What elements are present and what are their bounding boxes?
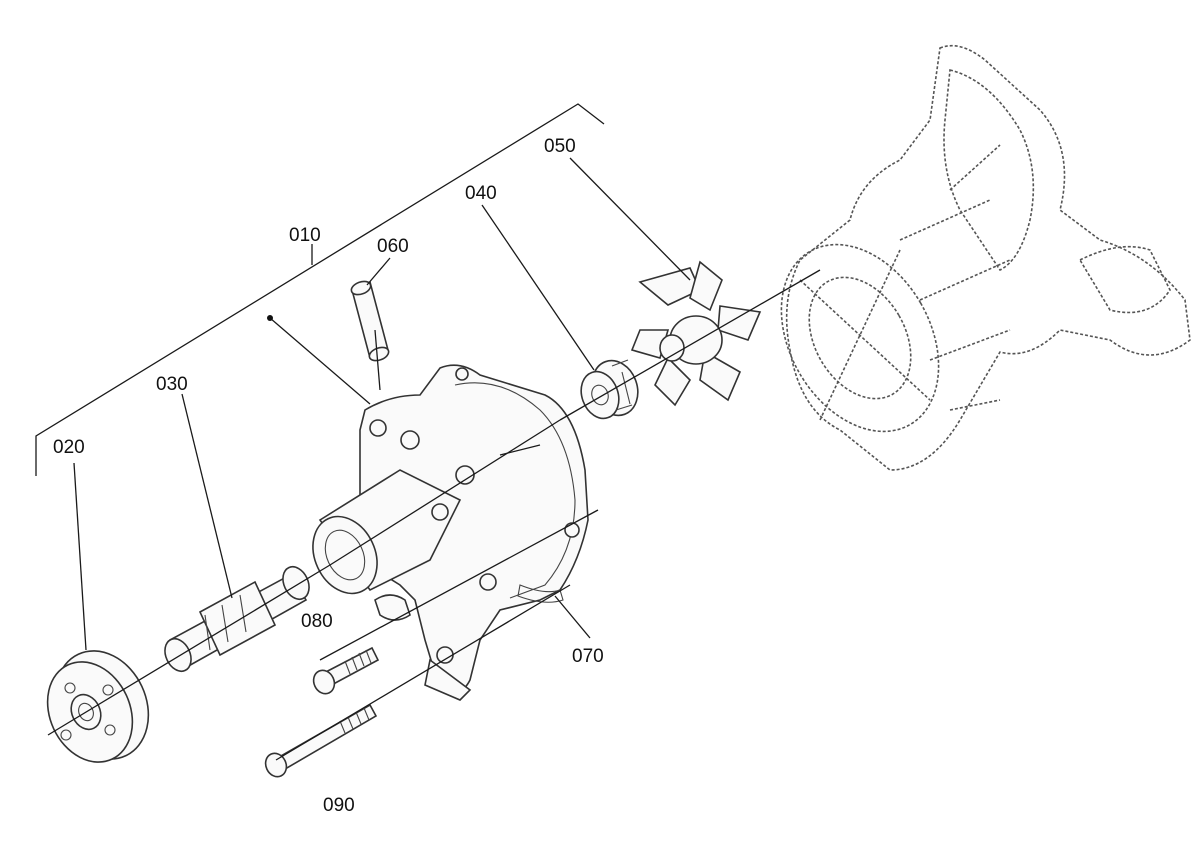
engine-block [780, 44, 1191, 471]
assembly-bracket-010 [35, 103, 605, 476]
bearing-shaft [164, 565, 310, 673]
callout-060: 060 [377, 236, 409, 257]
callout-020: 020 [53, 437, 85, 458]
gasket [517, 584, 564, 603]
pump-body [312, 364, 589, 701]
callout-040: 040 [465, 183, 497, 204]
callout-090: 090 [323, 795, 355, 816]
impeller [630, 260, 762, 407]
leader-lines [73, 157, 691, 651]
bolt-short [312, 646, 380, 695]
callout-050: 050 [544, 136, 576, 157]
axis-lines [47, 269, 821, 761]
pulley-flange [46, 650, 150, 763]
callout-030: 030 [156, 374, 188, 395]
dowel-pin [350, 280, 390, 362]
seal [580, 359, 639, 420]
bolt-long [264, 703, 378, 778]
callout-070: 070 [572, 646, 604, 667]
callout-010: 010 [289, 225, 321, 246]
callout-080: 080 [301, 611, 333, 632]
